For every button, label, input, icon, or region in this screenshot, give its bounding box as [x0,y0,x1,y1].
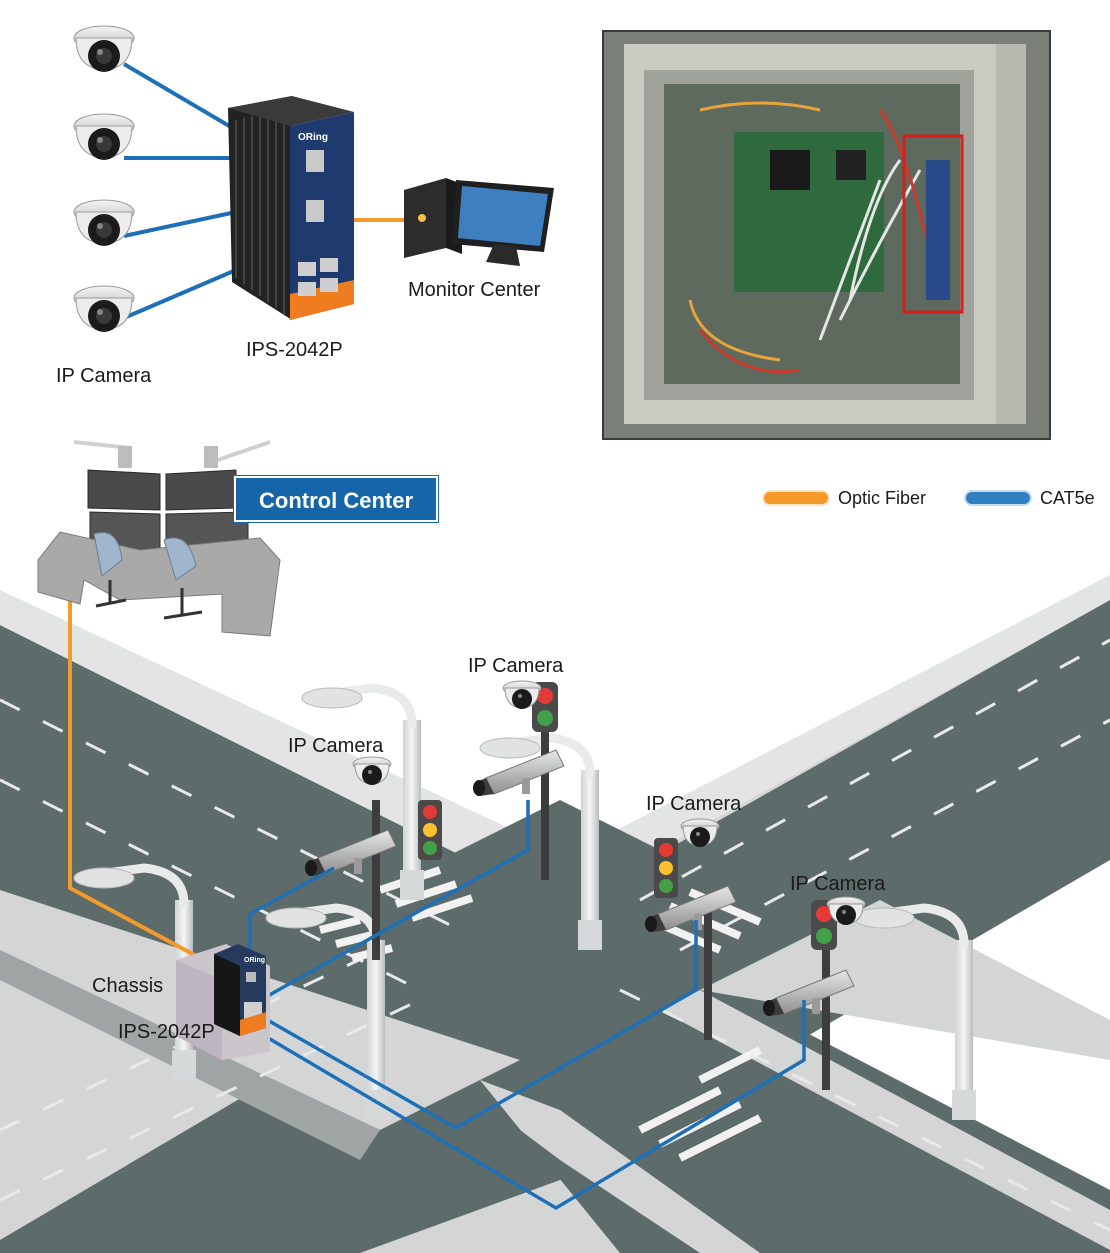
legend-optic-fiber: Optic Fiber [764,487,926,509]
optic-fiber-swatch [764,492,828,504]
intersection-scene: ORing IP Camera IP Camera IP Camer [0,440,1110,1253]
field-camera-label-1: IP Camera [468,655,564,677]
switch-ips-2042p-icon: ORing [228,96,354,320]
field-cat5e-links [248,800,806,1211]
legend-cat5e-label: CAT5e [1040,487,1095,508]
traffic-light-icon [418,800,442,860]
legend-cat5e: CAT5e [966,487,1095,509]
field-switch-label: IPS-2042P [118,1021,215,1043]
monitor-center-computer-icon [404,178,554,266]
field-switch-icon: ORing [214,944,266,1036]
fiber-to-chassis [68,600,227,974]
legend-optic-fiber-label: Optic Fiber [838,487,927,508]
top-camera-label: IP Camera [56,365,152,387]
field-camera-label-2: IP Camera [288,735,384,757]
monitor-center-label: Monitor Center [408,279,541,301]
field-camera-label-3: IP Camera [646,793,742,815]
top-topology-diagram: ORing IPS-2042P IP Camera Monitor Center [56,25,554,387]
field-switch-brand-text: ORing [244,957,265,964]
control-center-label: Control Center [233,475,439,523]
chassis-label: Chassis [92,975,163,997]
traffic-light-icon [654,838,678,898]
control-center-illustration [37,440,281,637]
ip-camera-icon [73,199,135,247]
field-camera-label-4: IP Camera [790,873,886,895]
switch-brand-text: ORing [298,132,328,143]
ip-camera-icon [73,113,135,161]
cat5e-swatch [966,492,1030,504]
top-switch-label: IPS-2042P [246,339,343,361]
top-cat5e-links [122,62,238,320]
cabinet-photo [602,30,1051,440]
ip-camera-icon [73,285,135,333]
